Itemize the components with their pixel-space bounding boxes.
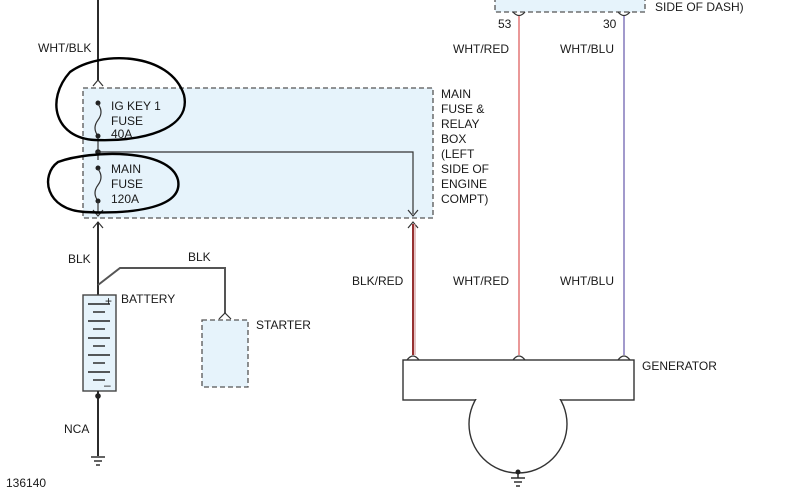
- label-generator: GENERATOR: [642, 359, 717, 373]
- connector-starter: [218, 312, 232, 320]
- fuse-relay-box: [82, 87, 434, 219]
- fuse-box-label-7: ENGINE: [441, 177, 487, 191]
- generator-overlap-mask: [404, 361, 633, 399]
- starter-box: [201, 319, 249, 388]
- ground-symbol-generator: [511, 473, 525, 487]
- fuse-main-line3: 120A: [111, 192, 139, 206]
- label-battery: BATTERY: [121, 292, 175, 306]
- fuse-box-label-3: RELAY: [441, 117, 479, 131]
- generator-ground-dot: [515, 469, 521, 475]
- fuse-box-label-5: (LEFT: [441, 147, 475, 161]
- label-wht-red-top: WHT/RED: [453, 42, 509, 56]
- connector-gen-wht-red: [512, 355, 526, 361]
- label-pin-53: 53: [498, 17, 512, 31]
- label-wht-blk: WHT/BLK: [38, 41, 91, 55]
- battery-box: [82, 294, 117, 392]
- label-blk-1: BLK: [68, 252, 91, 266]
- label-wht-blu-top: WHT/BLU: [560, 42, 614, 56]
- label-wht-blu-bottom: WHT/BLU: [560, 274, 614, 288]
- ground-symbol-battery: [91, 456, 105, 466]
- fuse-main-line2: FUSE: [111, 177, 143, 191]
- label-blk-2: BLK: [188, 250, 211, 264]
- label-starter: STARTER: [256, 318, 311, 332]
- diagram-id: 136140: [6, 476, 46, 489]
- highlight-circle-ig-fuse: [55, 57, 186, 142]
- ig-key-1-fuse: [94, 100, 102, 139]
- fuse-box-label-1: MAIN: [441, 87, 471, 101]
- label-side-of-dash: SIDE OF DASH): [655, 0, 744, 14]
- fuse-main-line1: MAIN: [111, 162, 141, 176]
- connector-blk-red-inner: [407, 209, 419, 217]
- fuse-box-label-6: SIDE OF: [441, 162, 489, 176]
- connector-gen-wht-blu: [617, 355, 631, 361]
- dash-connector-box: [494, 0, 646, 13]
- label-pin-30: 30: [603, 17, 617, 31]
- label-wht-red-bottom: WHT/RED: [453, 274, 509, 288]
- fuse-ig-line2: FUSE: [111, 114, 143, 128]
- splice-dot-ground: [95, 393, 101, 399]
- connector-blk-red-outer: [407, 221, 419, 229]
- connector-top-fusebox: [92, 79, 104, 87]
- label-blk-red: BLK/RED: [352, 274, 404, 288]
- fuse-box-label-4: BOX: [441, 132, 466, 146]
- connector-gen-blk-red: [406, 355, 420, 361]
- main-fuse: [94, 165, 102, 204]
- fuse-box-label-2: FUSE &: [441, 102, 484, 116]
- fuse-box-label-8: COMPT): [441, 192, 488, 206]
- internal-bus-wire: [98, 151, 414, 214]
- wire-blk-starter: [97, 267, 226, 313]
- battery-minus: –: [104, 378, 111, 392]
- battery-cells: [88, 303, 110, 381]
- fuse-ig-line3: 40A: [111, 127, 132, 141]
- label-nca: NCA: [64, 422, 89, 436]
- connector-pin-53: [512, 11, 526, 17]
- highlight-circle-main-fuse: [47, 152, 180, 214]
- connector-pin-30: [617, 11, 631, 17]
- fuse-ig-line1: IG KEY 1: [111, 99, 161, 113]
- battery-plus: +: [105, 294, 112, 308]
